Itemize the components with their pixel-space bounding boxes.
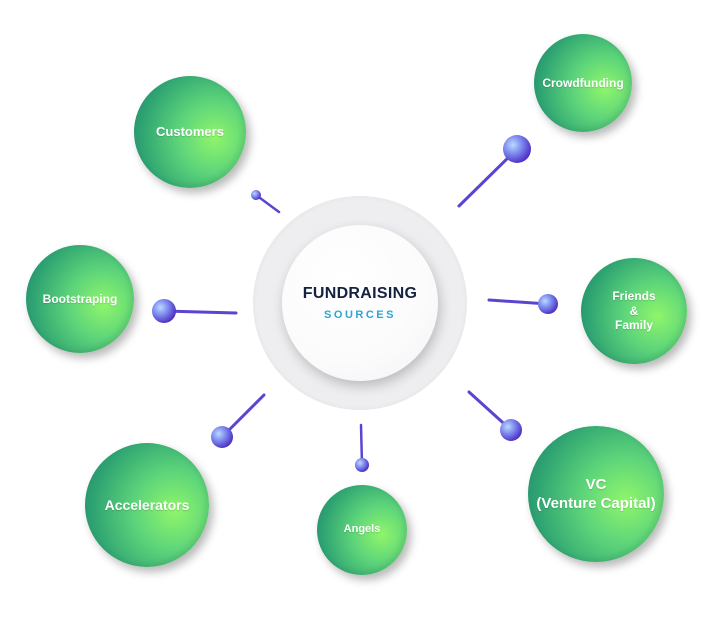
source-label-friends-family: Friends & Family — [612, 289, 656, 333]
source-friends-family: Friends & Family — [581, 258, 687, 364]
hub-center: FUNDRAISING SOURCES — [282, 225, 438, 381]
connector-crowdfunding — [457, 135, 531, 208]
connector-bootstraping — [152, 299, 238, 323]
source-label-bootstraping: Bootstraping — [42, 291, 118, 306]
source-label-angels: Angels — [343, 523, 381, 536]
source-crowdfunding: Crowdfunding — [534, 34, 632, 132]
hub-subtitle: SOURCES — [324, 309, 396, 321]
source-label-vc: VC (Venture Capital) — [536, 475, 656, 513]
source-accelerators: Accelerators — [85, 443, 209, 567]
hub-title: FUNDRAISING — [302, 285, 418, 302]
connector-angels — [355, 423, 369, 472]
source-customers: Customers — [134, 76, 246, 188]
source-angels: Angels — [317, 485, 407, 575]
source-label-customers: Customers — [156, 124, 224, 140]
connector-friends-family — [487, 294, 558, 314]
connector-vc — [467, 390, 522, 441]
connector-accelerators — [211, 393, 266, 448]
source-bootstraping: Bootstraping — [26, 245, 134, 353]
source-label-accelerators: Accelerators — [104, 496, 190, 513]
connector-customers — [251, 190, 281, 214]
source-label-crowdfunding: Crowdfunding — [542, 75, 624, 90]
source-vc: VC (Venture Capital) — [528, 426, 664, 562]
